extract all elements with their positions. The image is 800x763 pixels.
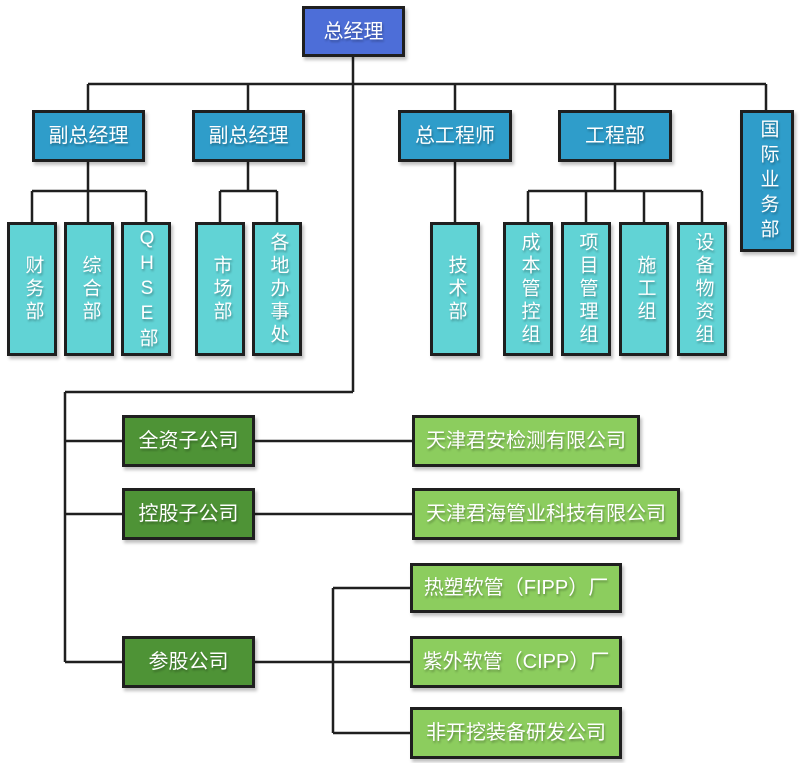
node-deputy-general-manager-1: 副总经理 bbox=[32, 110, 145, 162]
node-local-offices: 各地办事处 bbox=[252, 222, 302, 356]
node-cost-control-group: 成本管控组 bbox=[503, 222, 553, 356]
node-equity-participation-company: 参股公司 bbox=[122, 636, 255, 688]
node-trenchless-equipment-rd-company: 非开挖装备研发公司 bbox=[410, 707, 622, 759]
node-cipp-hose-factory: 紫外软管（CIPP）厂 bbox=[410, 636, 622, 688]
node-international-business-dept: 国际业务部 bbox=[740, 110, 794, 252]
node-deputy-general-manager-2: 副总经理 bbox=[192, 110, 305, 162]
node-qhse-dept: QHSE部 bbox=[121, 222, 171, 356]
node-project-management-group: 项目管理组 bbox=[561, 222, 611, 356]
node-technology-dept: 技术部 bbox=[430, 222, 480, 356]
node-company-junhai-pipe-tech: 天津君海管业科技有限公司 bbox=[412, 488, 680, 540]
node-wholly-owned-subsidiary: 全资子公司 bbox=[122, 415, 255, 467]
node-engineering-dept: 工程部 bbox=[558, 110, 672, 162]
node-fipp-hose-factory: 热塑软管（FIPP）厂 bbox=[410, 563, 622, 613]
node-chief-engineer: 总工程师 bbox=[398, 110, 512, 162]
node-company-junan-testing: 天津君安检测有限公司 bbox=[412, 415, 640, 467]
node-construction-group: 施工组 bbox=[619, 222, 669, 356]
node-equipment-materials-group: 设备物资组 bbox=[677, 222, 727, 356]
node-general-manager: 总经理 bbox=[302, 6, 405, 57]
node-holding-subsidiary: 控股子公司 bbox=[122, 488, 255, 540]
node-general-affairs-dept: 综合部 bbox=[64, 222, 114, 356]
node-marketing-dept: 市场部 bbox=[195, 222, 245, 356]
node-finance-dept: 财务部 bbox=[7, 222, 57, 356]
